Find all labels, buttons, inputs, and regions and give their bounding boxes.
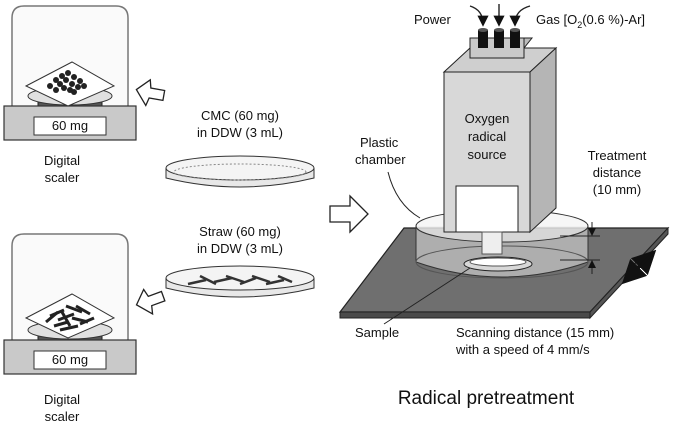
input-arrows <box>469 4 531 27</box>
arrow-icon-top <box>135 78 166 107</box>
petri-dish-cmc: CMC (60 mg) in DDW (3 mL) <box>165 108 315 188</box>
arrow-icon-bottom <box>135 288 166 316</box>
scaler-caption-bottom-1: Digital <box>44 392 80 407</box>
scaler-caption-top-1: Digital <box>44 153 80 168</box>
scale-display-text-bottom: 60 mg <box>52 352 88 367</box>
chamber-label-1: Plastic <box>360 135 399 150</box>
oxygen-radical-source: Oxygen radical source <box>442 28 558 255</box>
scanning-label-2: with a speed of 4 mm/s <box>455 342 590 357</box>
scaler-caption-top-2: scaler <box>45 170 80 185</box>
treatment-label-2: distance <box>593 165 641 180</box>
digital-scaler-top: 60 mg Digital scaler <box>3 5 137 185</box>
sample-label: Sample <box>355 325 399 340</box>
treatment-label-3: (10 mm) <box>593 182 641 197</box>
treatment-distance-marker <box>560 222 600 274</box>
digital-scaler-bottom: 60 mg Digital scaler <box>3 233 137 424</box>
scanning-label-1: Scanning distance (15 mm) <box>456 325 614 340</box>
diagram-title: Radical pretreatment <box>398 388 575 409</box>
straw-pieces <box>45 304 95 332</box>
connector-3 <box>510 30 520 48</box>
connector-1 <box>478 30 488 48</box>
scale-display-bottom <box>33 350 107 370</box>
scale-display-top <box>33 116 107 136</box>
gas-label: Gas [O2(0.6 %)-Ar] <box>536 12 645 30</box>
chamber-label-2: chamber <box>355 152 406 167</box>
connector-2 <box>494 30 504 48</box>
dish-straw-label-2: in DDW (3 mL) <box>197 241 283 256</box>
source-label-1: Oxygen <box>465 111 510 126</box>
scan-direction-arrow <box>621 249 657 285</box>
dish-cmc-label-1: CMC (60 mg) <box>201 108 279 123</box>
dish-cmc-label-2: in DDW (3 mL) <box>197 125 283 140</box>
cmc-powder <box>47 70 87 95</box>
source-label-3: source <box>467 147 506 162</box>
dish-straw-label-1: Straw (60 mg) <box>199 224 281 239</box>
source-label-2: radical <box>468 129 506 144</box>
petri-dish-straw: Straw (60 mg) in DDW (3 mL) <box>165 224 315 298</box>
power-label: Power <box>414 12 452 27</box>
scaler-caption-bottom-2: scaler <box>45 409 80 424</box>
treatment-label-1: Treatment <box>588 148 647 163</box>
arrow-icon-middle <box>329 194 369 234</box>
scale-display-text-top: 60 mg <box>52 118 88 133</box>
